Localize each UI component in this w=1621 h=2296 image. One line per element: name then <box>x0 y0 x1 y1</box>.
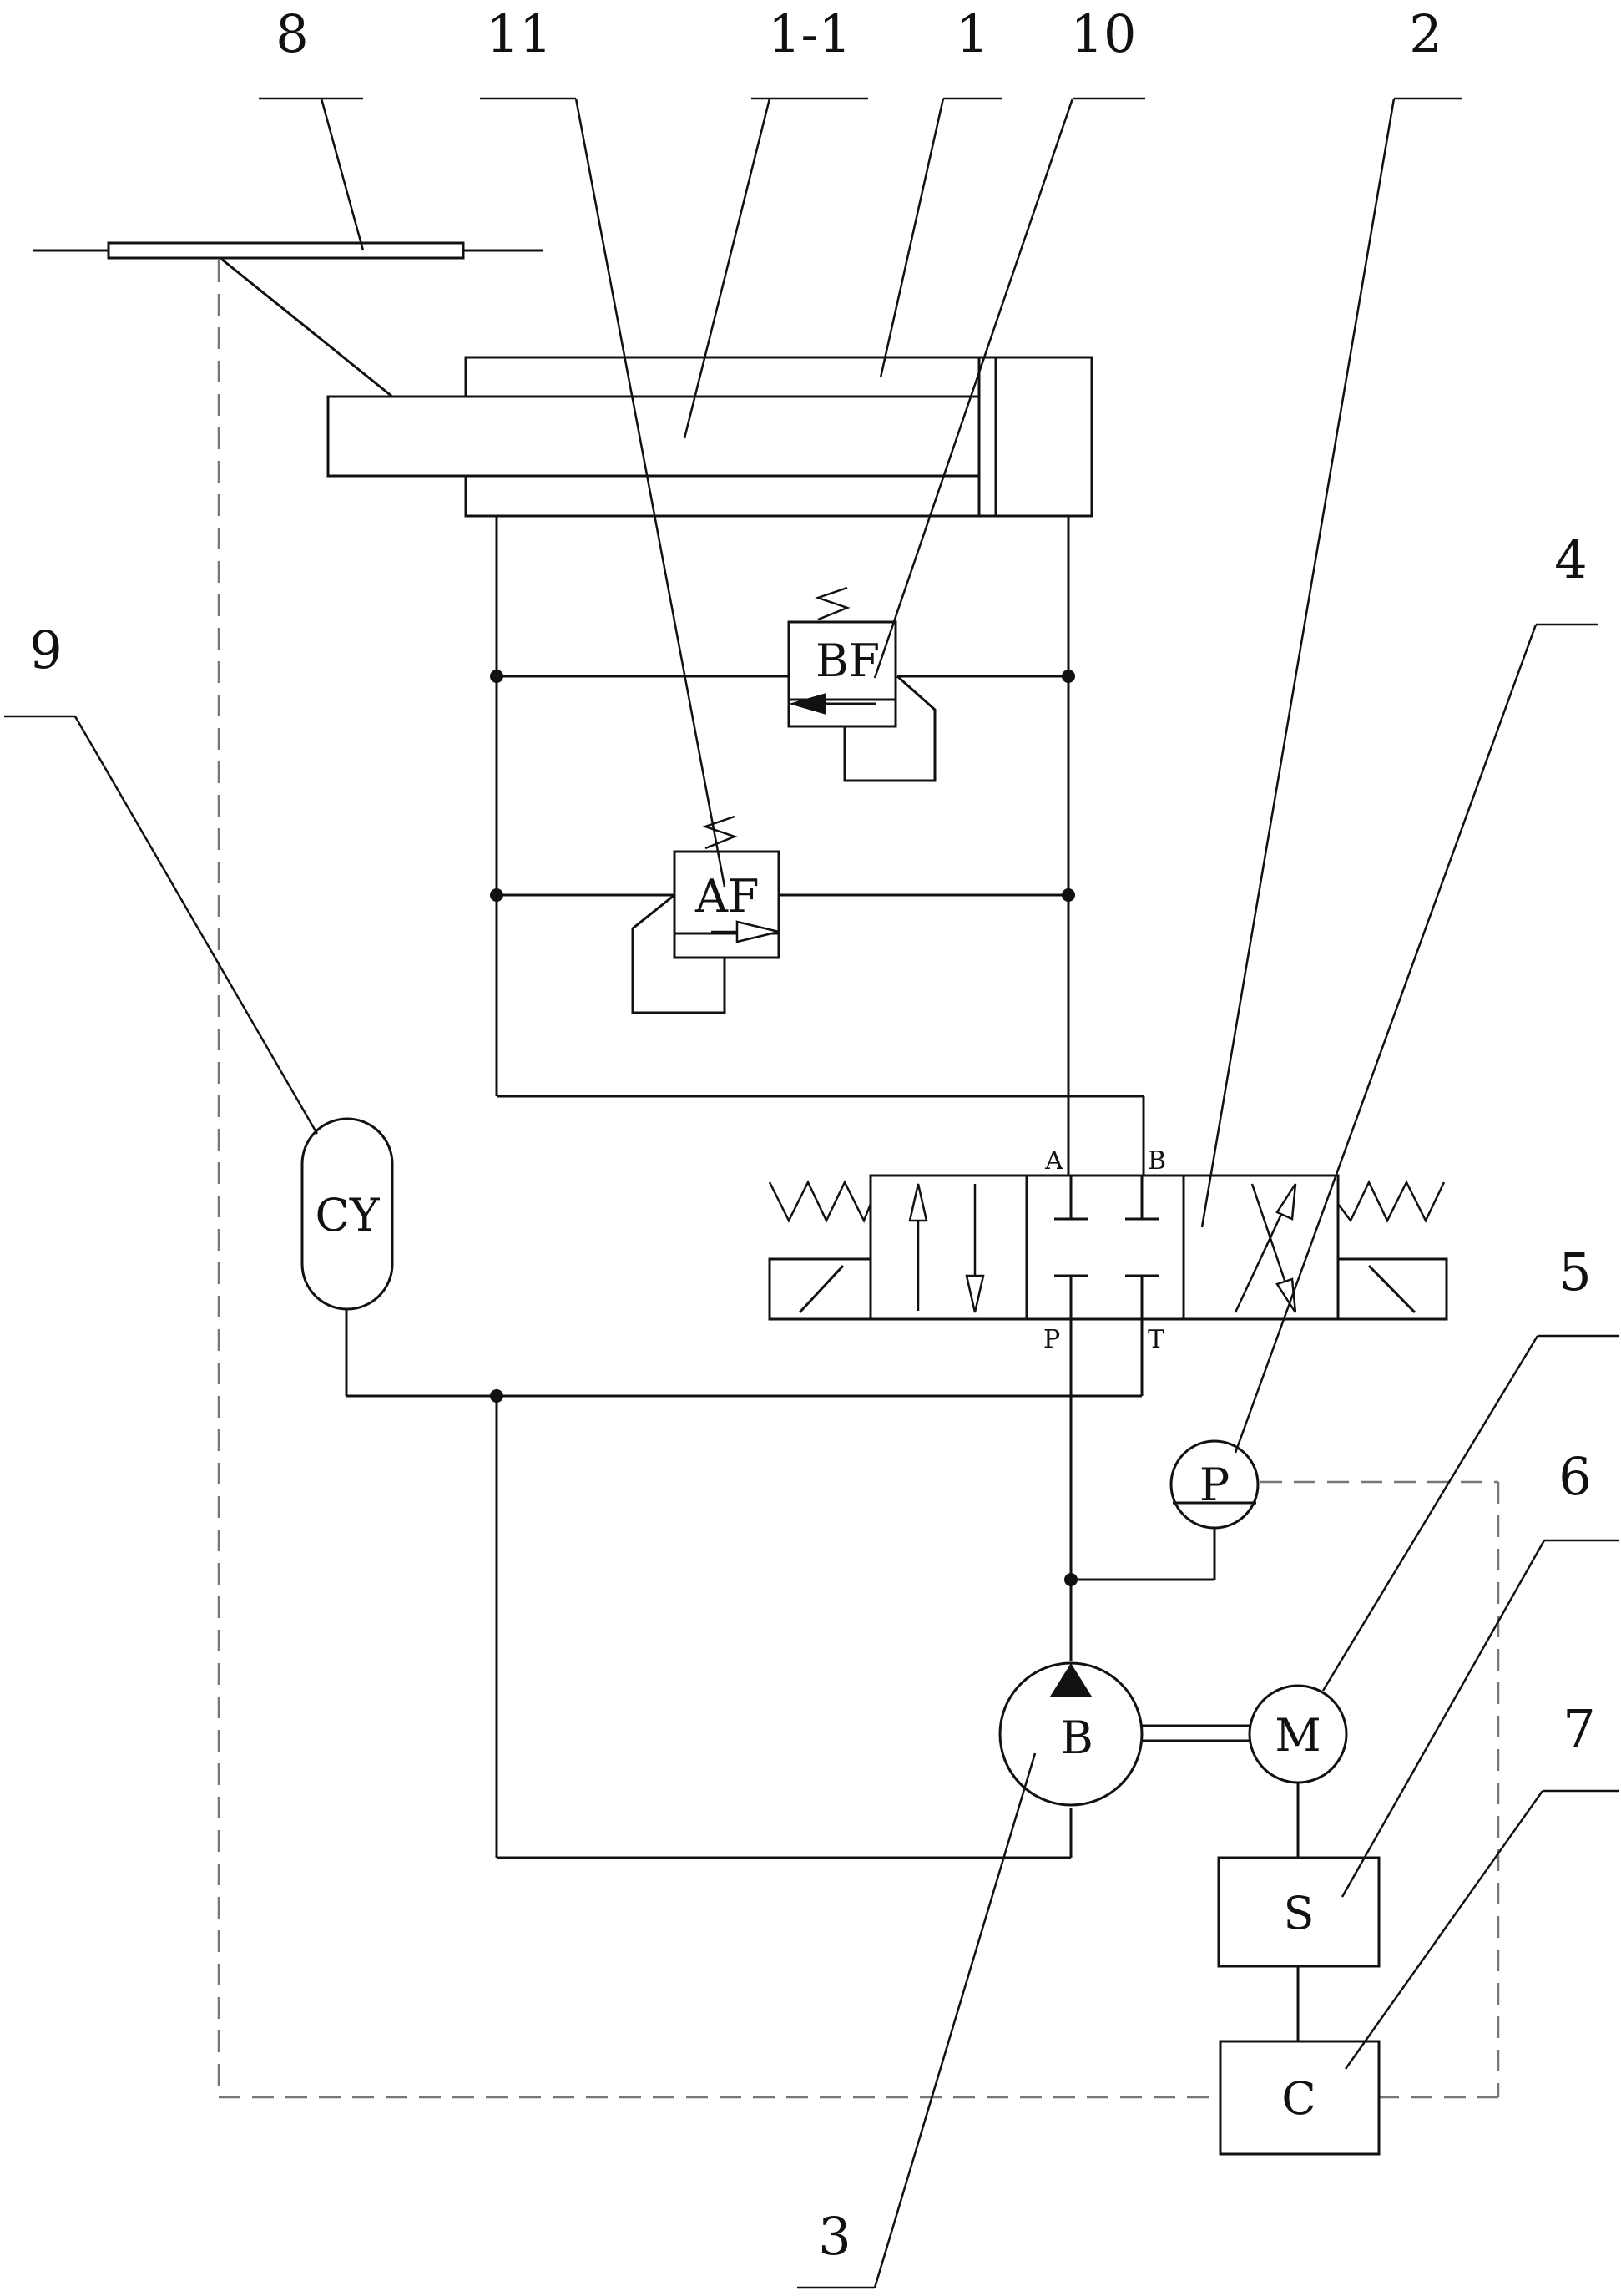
displacement-sensor <box>33 241 543 398</box>
ref-3: 3 <box>818 2206 851 2267</box>
hydraulic-cylinder <box>326 356 1093 518</box>
motor-label: M <box>1275 1709 1321 1762</box>
motor: M <box>1248 1684 1348 1784</box>
controller: C <box>1219 2040 1381 2156</box>
controller-label: C <box>1281 2072 1315 2125</box>
ref-10: 10 <box>1071 3 1137 64</box>
valve-af: AF <box>631 815 780 1014</box>
ref-4: 4 <box>1554 529 1587 590</box>
ref-1: 1 <box>956 3 988 64</box>
drive-label: S <box>1284 1887 1315 1939</box>
port-t: T <box>1148 1325 1164 1354</box>
port-a: A <box>1044 1146 1063 1176</box>
valve-bf: BF <box>787 586 937 782</box>
signal-lines <box>217 260 1500 2099</box>
ref-9: 9 <box>29 620 62 680</box>
pressure-sensor-label: P <box>1199 1459 1230 1511</box>
hydraulic-lines <box>345 516 1300 2041</box>
valve-af-label: AF <box>694 870 759 923</box>
ref-11: 11 <box>487 3 553 64</box>
valve-bf-label: BF <box>816 635 880 687</box>
pump-label: B <box>1060 1712 1093 1764</box>
ref-5: 5 <box>1558 1242 1591 1302</box>
ref-2: 2 <box>1409 3 1442 64</box>
junction-dots <box>490 670 1078 1586</box>
port-p: P <box>1043 1325 1060 1354</box>
ref-1-1: 1-1 <box>768 3 851 64</box>
pressure-sensor: P <box>1169 1439 1260 1530</box>
ref-7: 7 <box>1563 1698 1595 1759</box>
port-b: B <box>1148 1146 1166 1176</box>
accumulator-label: CY <box>316 1189 381 1242</box>
ref-8: 8 <box>275 3 308 64</box>
directional-valve: A B P T <box>768 1146 1448 1354</box>
drive: S <box>1217 1856 1381 1968</box>
leader-lines <box>4 97 1619 2289</box>
pump: B <box>998 1661 1144 1807</box>
accumulator: CY <box>300 1117 394 1311</box>
reference-numbers: 8 11 1-1 1 10 2 4 9 5 6 7 3 <box>29 3 1595 2267</box>
ref-6: 6 <box>1558 1446 1591 1507</box>
